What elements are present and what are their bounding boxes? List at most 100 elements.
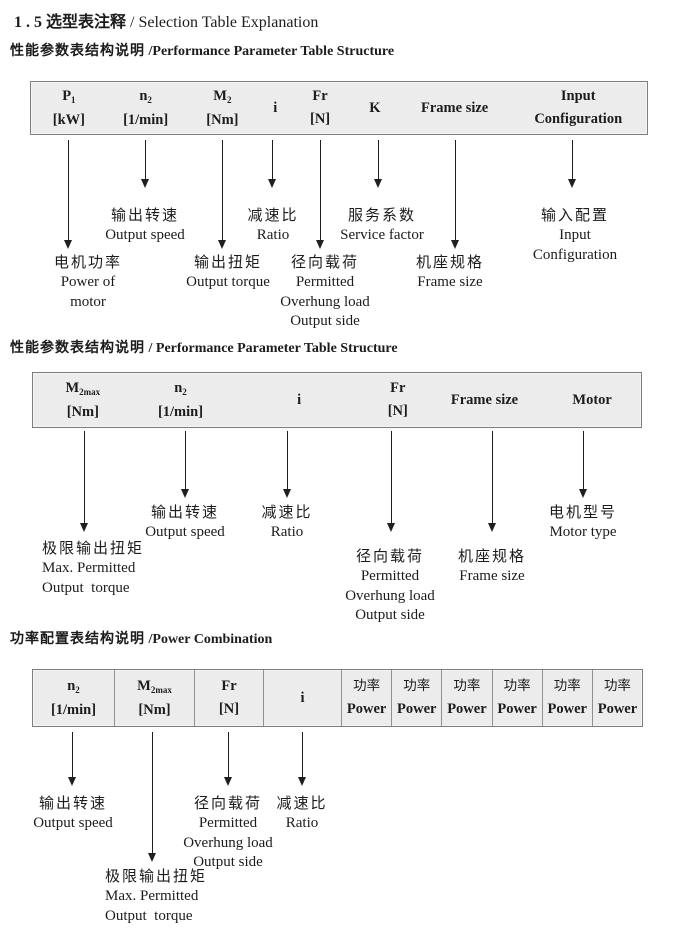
arrow-down-frame	[451, 140, 459, 249]
section3-heading-zh: 功率配置表结构说明	[10, 631, 145, 647]
arrow-down-i	[283, 431, 291, 498]
callout-output-speed: 输出转速 Output speed	[33, 793, 113, 834]
callout-en: Output torque	[186, 274, 270, 290]
callout-frame-size: 机座规格 Frame size	[416, 252, 484, 293]
arrow-down-frame	[488, 431, 496, 532]
callout-zh: 径向载荷	[355, 547, 424, 565]
callout-en: Permitted	[295, 274, 355, 290]
arrow-down-i	[298, 732, 306, 786]
power-combination-table: n2 [1/min] M2max [Nm] Fr [N] i 功率 Power …	[32, 669, 643, 727]
performance-table-2: M2max [Nm] n2 [1/min] i Fr [N] Frame siz…	[32, 372, 642, 428]
table2-col-fr: Fr [N]	[370, 373, 426, 427]
table3-power-en: Power	[547, 701, 587, 717]
table3-power-en: Power	[397, 701, 437, 717]
callout-zh: 减速比	[247, 206, 299, 224]
table2-col-fr-unit: [N]	[387, 403, 408, 419]
section1-heading-sep: /	[148, 44, 153, 59]
table3-col-power-3: 功率 Power	[441, 670, 491, 726]
table3-power-zh: 功率	[553, 678, 581, 694]
table2-col-motor: Motor	[543, 373, 641, 427]
section2-heading-sep: /	[148, 341, 153, 356]
page-title: 1 . 5 选型表注释 / Selection Table Explanatio…	[14, 8, 318, 32]
table2-col-frame-size: Frame size	[426, 373, 544, 427]
table3-col-n2-symbol: n2	[67, 677, 80, 695]
callout-zh: 服务系数	[347, 206, 417, 224]
callout-en: Max. Permitted	[42, 560, 136, 576]
table1-col-p1-symbol: P1	[62, 87, 76, 105]
callout-zh: 径向载荷	[290, 253, 359, 271]
callout-en: Motor type	[549, 524, 617, 540]
table3-col-power-5: 功率 Power	[541, 670, 592, 726]
table1-col-p1-unit: [kW]	[52, 111, 85, 128]
callout-en: Overhung load	[345, 587, 435, 604]
section1-heading: 性能参数表结构说明 /Performance Parameter Table S…	[10, 40, 394, 60]
callout-zh: 输出转速	[38, 794, 108, 812]
table1-col-i-symbol: i	[273, 99, 278, 116]
callout-motor-type: 电机型号 Motor type	[549, 502, 617, 543]
table1-col-n2-unit: [1/min]	[123, 111, 169, 128]
table1-col-p1: P1 [kW]	[31, 82, 107, 134]
callout-en: Configuration	[532, 246, 618, 263]
callout-en: Power of	[60, 274, 116, 290]
callout-service-factor: 服务系数 Service factor	[340, 205, 424, 246]
callout-overhung-load: 径向载荷 Permitted Overhung load Output side	[183, 793, 273, 873]
callout-zh: 输入配置	[540, 206, 609, 224]
table3-power-zh: 功率	[453, 678, 481, 694]
table1-col-input-line2: Configuration	[534, 111, 623, 127]
table3-col-fr-symbol: Fr	[221, 678, 237, 694]
callout-zh: 输出扭矩	[193, 253, 262, 271]
callout-en: motor	[70, 293, 106, 310]
table2-col-m2max-symbol: M2max	[65, 379, 101, 397]
callout-ratio: 减速比 Ratio	[247, 205, 298, 246]
arrow-down-fr	[316, 140, 324, 249]
callout-ratio: 减速比 Ratio	[276, 793, 327, 834]
section3-heading-en: Power Combination	[152, 632, 273, 647]
callout-zh: 电机功率	[53, 253, 123, 271]
table3-col-m2max-symbol: M2max	[137, 677, 172, 695]
arrow-down-n2	[181, 431, 189, 498]
table1-col-input-line1: Input	[560, 88, 596, 104]
callout-zh: 减速比	[276, 794, 328, 812]
callout-zh: 输出转速	[150, 503, 220, 521]
table3-col-fr: Fr [N]	[194, 670, 263, 726]
table2-col-fr-symbol: Fr	[390, 380, 406, 396]
table1-col-frame-size-label: Frame size	[421, 99, 489, 116]
table3-col-i: i	[263, 670, 341, 726]
arrow-down-m2max	[148, 732, 156, 862]
table3-col-power-1: 功率 Power	[341, 670, 391, 726]
section1-heading-en: Performance Parameter Table Structure	[152, 44, 395, 59]
table1-col-input-config: Input Configuration	[509, 82, 647, 134]
table3-power-zh: 功率	[353, 678, 381, 694]
section1-heading-zh: 性能参数表结构说明	[10, 43, 145, 59]
callout-zh: 径向载荷	[193, 794, 262, 812]
callout-en: Output torque	[42, 579, 130, 596]
arrow-down-m2max	[80, 431, 88, 532]
callout-en: Max. Permitted	[105, 888, 199, 904]
table3-power-en: Power	[346, 701, 387, 717]
callout-en: Output side	[355, 607, 425, 623]
table1-col-m2-unit: [Nm]	[206, 111, 239, 128]
callout-power-of-motor: 电机功率 Power of motor	[54, 252, 122, 312]
callout-overhung-load: 径向载荷 Permitted Overhung load Output side	[280, 252, 370, 332]
table3-power-zh: 功率	[403, 678, 431, 694]
table2-col-motor-label: Motor	[572, 391, 612, 408]
section2-heading-en: Performance Parameter Table Structure	[155, 341, 398, 356]
callout-en: Ratio	[285, 815, 319, 831]
table1-col-m2-symbol: M2	[213, 87, 232, 105]
table3-power-en: Power	[597, 701, 638, 717]
title-chinese: 选型表注释	[46, 12, 127, 31]
callout-en: Frame size	[417, 274, 483, 290]
table2-col-n2-symbol: n2	[174, 379, 187, 397]
table1-col-i: i	[260, 82, 290, 134]
callout-en: Input	[559, 227, 591, 243]
callout-en: Ratio	[256, 227, 290, 243]
table3-col-n2-unit: [1/min]	[50, 701, 97, 718]
arrow-down-input	[568, 140, 576, 188]
table2-col-m2max: M2max [Nm]	[33, 373, 133, 427]
table3-col-power-2: 功率 Power	[391, 670, 441, 726]
callout-input-configuration: 输入配置 Input Configuration	[533, 205, 617, 265]
arrow-down-n2	[68, 732, 76, 786]
callout-en: Ratio	[270, 524, 304, 540]
table1-col-k: K	[350, 82, 400, 134]
callout-en: Permitted	[198, 815, 258, 831]
